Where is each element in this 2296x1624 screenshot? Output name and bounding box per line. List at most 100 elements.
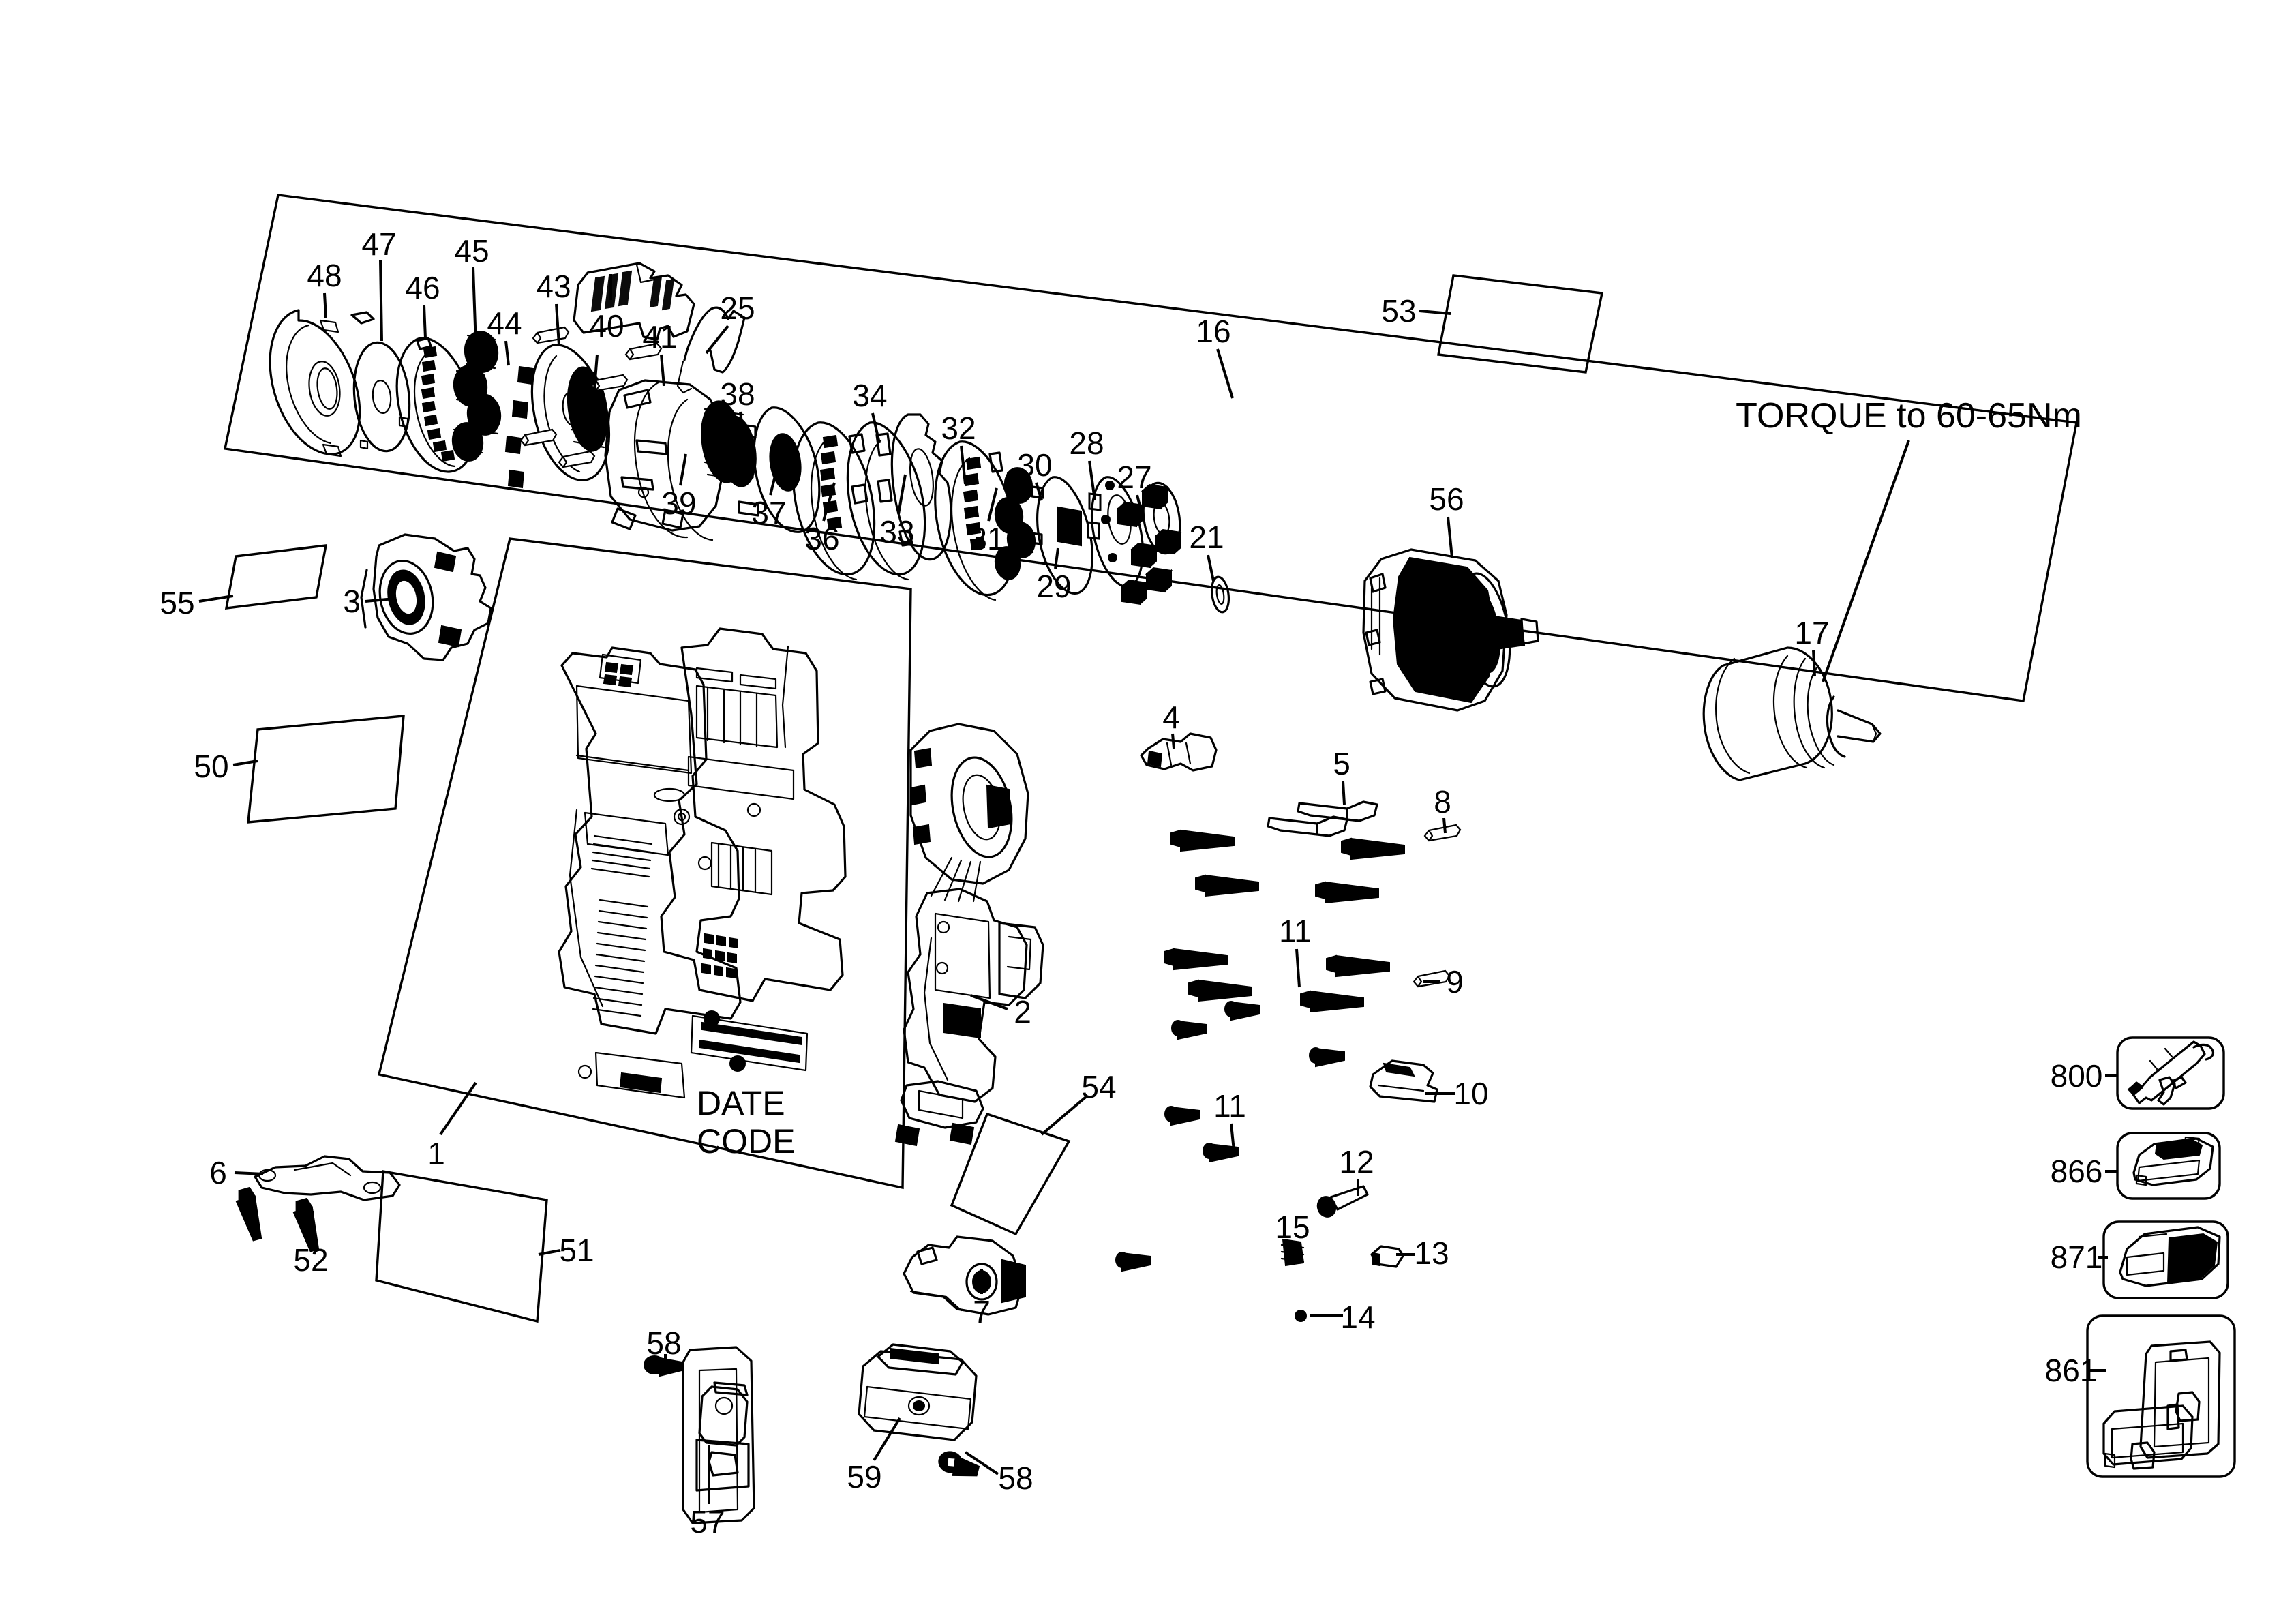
callout-59: 59 [847,1459,882,1494]
callout-11: 11 [1279,914,1312,949]
callout-55: 55 [160,585,195,620]
callout-28: 28 [1069,425,1104,461]
part-12-screw [1316,1185,1369,1218]
callout-34: 34 [852,378,888,413]
callout-14: 14 [1340,1299,1376,1335]
callout-16: 16 [1196,314,1231,349]
part-1-housing-halves [558,627,847,1099]
plate-50-label [247,715,405,824]
callout-3: 3 [343,584,361,619]
part-58-screws [644,1355,980,1477]
part-57-belt-clip [682,1346,755,1524]
callout-36: 36 [804,521,840,556]
callout-48: 48 [307,258,342,293]
callout-5: 5 [1333,746,1350,781]
callout-15: 15 [1275,1209,1310,1245]
accessory-box-800 [2116,1036,2225,1110]
part-45-planet-gears [451,331,502,462]
callout-32: 32 [941,410,976,446]
plate-55-label [224,544,328,610]
gearbox-group-frame [223,194,2079,702]
part-34-plate [890,413,952,561]
callout-21: 21 [1189,520,1224,555]
callout-51: 51 [559,1233,594,1268]
part-59-clip-base [858,1343,978,1441]
date-code-line-2: CODE [697,1122,796,1160]
callout-50: 50 [194,749,229,784]
part-5-terminals [1267,800,1378,837]
part-56-motor [1362,548,1539,712]
part-7-light-module [903,1235,1026,1316]
date-code-note: DATE CODE [697,1084,795,1160]
callout-12: 12 [1339,1144,1374,1179]
part-47-washer [352,341,411,453]
part-44-pins [504,365,534,489]
part-21-washer-small [1210,575,1230,614]
plate-53-label [1436,274,1604,374]
part-36-clutch-ring [846,421,926,581]
callout-8: 8 [1434,784,1451,819]
callout-56: 56 [1429,481,1464,517]
part-6-belt-hook [254,1155,401,1201]
callout-41: 41 [642,319,678,355]
part-4-terminal-block [1140,732,1218,772]
callout-53: 53 [1381,293,1417,329]
part-37-ring-gear-2 [792,421,876,581]
callout-40: 40 [589,308,624,344]
callout-7: 7 [973,1294,991,1329]
callout-57: 57 [690,1504,725,1539]
callout-52: 52 [293,1242,329,1278]
part-31-carrier-2 [1029,476,1093,595]
part-48-end-cap [269,309,375,457]
torque-note: TORQUE to 60-65Nm [1736,396,2082,436]
callout-9: 9 [1446,964,1464,999]
part-11-screws [1115,830,1405,1272]
accessory-box-866 [2116,1132,2221,1200]
callout-37: 37 [751,495,787,530]
callout-58: 58 [998,1460,1033,1496]
callout-871: 871 [2050,1239,2103,1275]
part-17-chuck [1702,646,1882,781]
part-2-motor-module [894,723,1044,1147]
callout-17: 17 [1794,615,1830,650]
callout-45: 45 [454,233,489,269]
part-3-field-plate [360,533,492,661]
callout-13: 13 [1414,1235,1449,1271]
callout-11: 11 [1213,1088,1246,1124]
callout-58: 58 [646,1325,682,1361]
part-39-pinion [701,400,757,487]
callout-29: 29 [1036,569,1072,604]
callout-1: 1 [427,1136,445,1171]
housing-group-frame [377,537,912,1190]
part-27-rollers [1117,484,1181,605]
part-10-bracket [1369,1059,1438,1103]
callout-861: 861 [2044,1353,2098,1388]
accessory-box-861 [2086,1314,2236,1478]
part-25-spring-clip [676,306,746,394]
callout-4: 4 [1162,700,1180,735]
callout-43: 43 [536,269,571,304]
part-14-ball [1295,1310,1307,1322]
callout-54: 54 [1081,1069,1117,1104]
callout-866: 866 [2050,1154,2103,1189]
callout-33: 33 [879,514,915,550]
part-13-clip [1370,1245,1404,1268]
callout-800: 800 [2050,1058,2103,1094]
callout-27: 27 [1117,460,1152,495]
part-41-gearcase [604,379,725,541]
accessory-box-871 [2102,1220,2229,1299]
callout-38: 38 [720,376,755,412]
callout-2: 2 [1014,994,1031,1029]
callout-44: 44 [487,305,522,341]
callout-42: 42 [573,390,608,425]
callout-46: 46 [405,270,440,305]
callout-39: 39 [661,485,697,521]
callout-10: 10 [1453,1076,1489,1111]
plate-51-label [375,1169,548,1323]
callout-25: 25 [720,290,755,326]
callout-30: 30 [1017,447,1053,483]
plate-54-label [950,1112,1071,1236]
part-33-ring-gear-3 [934,440,1016,601]
